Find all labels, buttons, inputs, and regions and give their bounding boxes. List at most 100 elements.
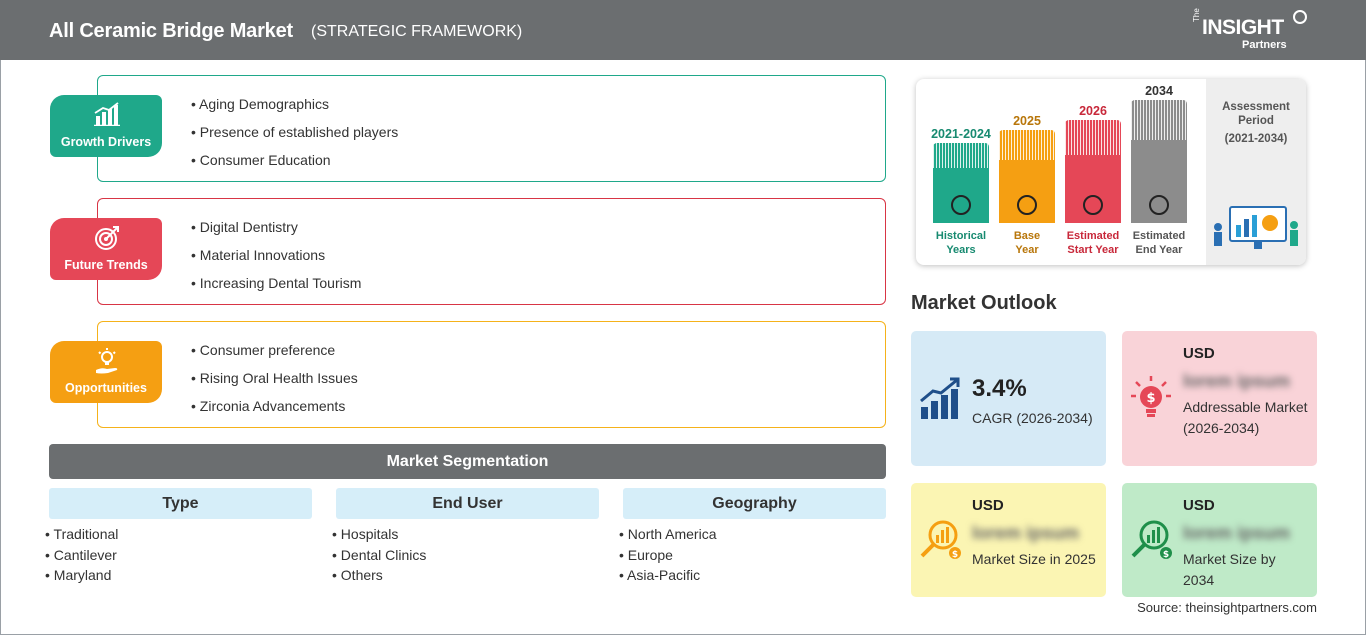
list-item: North America (619, 526, 886, 547)
period-caption-line1: Estimated (1066, 230, 1120, 242)
size-2034-value-blurred: lorem ipsum (1183, 523, 1291, 543)
bar-stripes (999, 130, 1055, 160)
period-caption-line2: End Year (1135, 244, 1183, 256)
logo-ring-icon (1293, 10, 1307, 24)
target-icon (95, 226, 119, 250)
presentation-icon (1149, 195, 1169, 215)
logo-main: INSIGHT (1202, 16, 1284, 39)
opportunities-badge: Opportunities (50, 341, 162, 403)
list-item: Aging Demographics (191, 96, 398, 124)
growth-chart-icon (94, 102, 120, 126)
logo-the: The (1192, 8, 1201, 22)
page-title: All Ceramic Bridge Market (49, 20, 293, 42)
size-2025-usd: USD (972, 497, 1004, 514)
opportunities-box: Consumer preference Rising Oral Health I… (97, 321, 886, 428)
period-bar (1065, 120, 1121, 223)
svg-text:$: $ (1163, 550, 1169, 560)
market-size-2034-card: $ USD lorem ipsum Market Size by 2034 (1122, 483, 1317, 597)
size-2034-label: Market Size by 2034 (1183, 551, 1276, 588)
list-item: Material Innovations (191, 247, 361, 275)
bar-stripes (1131, 100, 1187, 140)
list-item: Rising Oral Health Issues (191, 370, 358, 398)
assessment-side-panel: Assessment Period (2021-2034) (1206, 79, 1306, 265)
segment-type: Type Traditional Cantilever Maryland (49, 488, 312, 588)
period-bar (1131, 100, 1187, 223)
list-item: Traditional (45, 526, 312, 547)
svg-text:$: $ (1146, 391, 1155, 406)
list-item: Cantilever (45, 547, 312, 568)
growth-drivers-list: Aging Demographics Presence of establish… (191, 96, 398, 180)
period-year-label: 2034 (1145, 84, 1173, 98)
future-trends-list: Digital Dentistry Material Innovations I… (191, 219, 362, 303)
segment-geography-head: Geography (623, 488, 886, 519)
list-item: Hospitals (332, 526, 599, 547)
segment-type-list: Traditional Cantilever Maryland (45, 526, 312, 588)
assessment-title-line1: Assessment (1222, 101, 1290, 113)
size-2034-usd: USD (1183, 497, 1215, 514)
segment-geography: Geography North America Europe Asia-Paci… (623, 488, 886, 588)
growth-drivers-badge: Growth Drivers (50, 95, 162, 157)
list-item: Maryland (45, 567, 312, 588)
list-item: Dental Clinics (332, 547, 599, 568)
opportunities-list: Consumer preference Rising Oral Health I… (191, 342, 358, 426)
period-bar (999, 130, 1055, 223)
list-item: Increasing Dental Tourism (191, 275, 362, 303)
period-caption-line1: Base (1013, 230, 1041, 242)
segment-type-head: Type (49, 488, 312, 519)
assessment-title-line2: Period (1238, 115, 1274, 127)
segment-end-user-head: End User (336, 488, 599, 519)
period-caption-line2: Year (1015, 244, 1039, 256)
start-icon (1083, 195, 1103, 215)
list-item: Presence of established players (191, 124, 398, 152)
cagr-value: 3.4% (972, 375, 1027, 402)
segment-geography-list: North America Europe Asia-Pacific (619, 526, 886, 588)
addressable-label: Addressable Market (2026-2034) (1183, 399, 1308, 436)
addressable-value-blurred: lorem ipsum (1183, 371, 1291, 391)
svg-text:$: $ (952, 550, 958, 560)
list-item: Consumer Education (191, 152, 398, 180)
segmentation-title: Market Segmentation (49, 444, 886, 479)
period-year-label: 2025 (1013, 114, 1041, 128)
assessment-range: (2021-2034) (1224, 133, 1288, 145)
future-trends-label: Future Trends (64, 258, 148, 272)
growth-bars-icon (920, 377, 960, 419)
money-magnifier-icon: $ (1131, 520, 1172, 560)
size-2025-label: Market Size in 2025 (972, 551, 1096, 567)
period-caption-line1: Historical (935, 230, 987, 242)
growth-drivers-label: Growth Drivers (60, 135, 152, 149)
insight-partners-logo[interactable]: The INSIGHT Partners (1190, 8, 1310, 54)
source-note: Source: theinsightpartners.com (1137, 600, 1317, 615)
bar-stripes (933, 143, 989, 168)
list-item: Others (332, 567, 599, 588)
period-caption-line2: Start Year (1067, 244, 1119, 256)
list-item: Digital Dentistry (191, 219, 361, 247)
list-item: Europe (619, 547, 886, 568)
list-item: Zirconia Advancements (191, 398, 358, 426)
period-year-label: 2026 (1079, 104, 1107, 118)
bar-stripes (1065, 120, 1121, 155)
period-caption-line2: Years (946, 244, 976, 256)
future-trends-badge: Future Trends (50, 218, 162, 280)
logo-sub: Partners (1242, 39, 1287, 51)
segment-end-user-list: Hospitals Dental Clinics Others (332, 526, 599, 588)
period-bar (933, 143, 989, 223)
period-caption-line1: Estimated (1132, 230, 1186, 242)
addressable-market-card: $ USD lorem ipsum Addressable Market (20… (1122, 331, 1317, 466)
segment-end-user: End User Hospitals Dental Clinics Others (336, 488, 599, 588)
page-subtitle: (STRATEGIC FRAMEWORK) (311, 23, 523, 40)
market-size-2025-card: $ USD lorem ipsum Market Size in 2025 (911, 483, 1106, 597)
size-2025-value-blurred: lorem ipsum (972, 523, 1080, 543)
list-item: Asia-Pacific (619, 567, 886, 588)
cagr-label: CAGR (2026-2034) (972, 410, 1093, 426)
analytics-illustration-icon (1214, 206, 1298, 249)
list-item: Consumer preference (191, 342, 358, 370)
cagr-card: 3.4% CAGR (2026-2034) (911, 331, 1106, 466)
calendar-icon (1017, 195, 1037, 215)
period-year-label: 2021-2024 (931, 127, 991, 141)
lightbulb-hand-icon (96, 348, 118, 374)
future-trends-box: Digital Dentistry Material Innovations I… (97, 198, 886, 305)
header-bar: All Ceramic Bridge Market (STRATEGIC FRA… (0, 0, 1366, 60)
